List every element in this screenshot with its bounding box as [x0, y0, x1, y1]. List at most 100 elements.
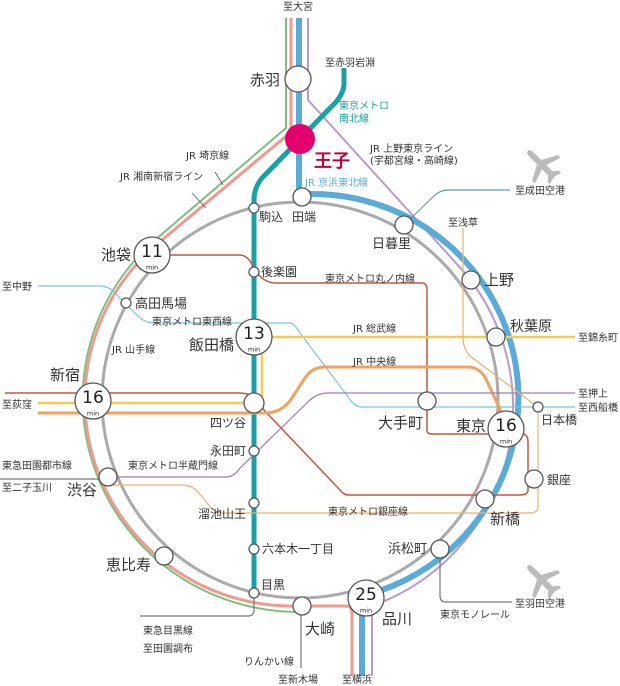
line-label-tokyu-meguro: 東急目黒線	[143, 624, 193, 637]
station-label: 恵比寿	[106, 556, 151, 574]
station-label: 高田馬場	[135, 296, 187, 312]
station-label: 駒込	[259, 210, 283, 224]
station-tabata[interactable]	[292, 187, 312, 207]
station-takadanobaba[interactable]	[120, 297, 132, 309]
station-label: 東京	[456, 417, 486, 435]
station-label: 田端	[292, 210, 316, 224]
station-ikebukuro[interactable]: 11 min	[133, 236, 171, 274]
destination-label: 至錦糸町	[578, 331, 618, 344]
station-komagome[interactable]	[248, 202, 260, 214]
station-label: 後楽園	[261, 265, 297, 279]
station-nagatacho[interactable]	[248, 445, 260, 457]
station-iidabashi[interactable]: 13 min	[235, 318, 273, 356]
chuo-line	[38, 365, 507, 421]
station-ueno[interactable]	[461, 270, 481, 290]
airplane-icon	[527, 565, 562, 600]
destination-label: 至田園調布	[143, 642, 193, 655]
station-shinagawa[interactable]: 25 min	[347, 579, 385, 617]
line-label-marunouchi: 東京メトロ丸ノ内線	[325, 272, 415, 285]
destination-label: 至二子玉川	[2, 482, 52, 494]
station-shinjuku[interactable]: 16 min	[74, 382, 112, 420]
leader-lines	[191, 171, 224, 209]
time-unit: min	[500, 438, 512, 446]
destination-label: 至新木場	[278, 673, 318, 686]
travel-time: 13	[243, 324, 265, 344]
station-roppongiitchome[interactable]	[248, 543, 260, 555]
line-label-denentoshi: 東急田園都市線	[2, 459, 72, 472]
destination-label: 至中野	[2, 280, 32, 293]
destination-label: 至押上	[578, 387, 608, 400]
station-label: 銀座	[547, 472, 571, 487]
line-label-sobu: JR 総武線	[352, 322, 396, 335]
station-osaki[interactable]	[292, 596, 312, 616]
travel-time: 11	[141, 242, 163, 262]
travel-time: 25	[355, 585, 377, 605]
station-label: 上野	[484, 271, 514, 289]
airplane-icon	[527, 150, 562, 185]
destination-label: 至横浜	[342, 673, 372, 686]
time-unit: min	[360, 607, 372, 615]
station-label: 飯田橋	[189, 336, 234, 354]
time-unit: min	[248, 346, 260, 354]
destination-label: 至西船橋	[578, 401, 618, 414]
line-label-namboku: 東京メトロ	[339, 99, 389, 112]
destination-label: 至荻窪	[2, 398, 32, 411]
line-label-tozai: 東京メトロ東西線	[152, 315, 232, 328]
hanzomon-line	[108, 392, 575, 478]
monorail-line	[439, 549, 512, 603]
station-label: 日本橋	[541, 413, 577, 427]
station-yotsuya[interactable]	[243, 392, 265, 414]
destination-label: 至羽田空港	[515, 597, 565, 610]
station-label: 赤羽	[250, 71, 280, 89]
station-label: 新橋	[490, 510, 520, 528]
time-unit: min	[87, 410, 99, 418]
station-label: 大手町	[378, 414, 423, 432]
shonan-shinjuku-line	[83, 18, 354, 676]
destination-label: 至大宮	[283, 0, 313, 13]
station-label: 溜池山王	[198, 506, 246, 521]
time-unit: min	[146, 264, 158, 272]
line-label-ueno-tokyo: (宇都宮線・高崎線)	[370, 154, 458, 167]
station-nihonbashi[interactable]	[532, 401, 544, 413]
station-meguro[interactable]	[248, 587, 260, 599]
station-label: 六本木一丁目	[262, 542, 334, 556]
saikyo-line	[81, 18, 301, 614]
keihin-tohoku-line	[296, 18, 522, 676]
station-korakuen[interactable]	[248, 266, 260, 278]
station-shibuya[interactable]	[98, 467, 118, 487]
station-oji[interactable]	[285, 124, 315, 154]
station-hamamatsucho[interactable]	[430, 539, 450, 559]
destination-label: 至赤羽岩淵	[325, 56, 375, 69]
station-label: 浜松町	[388, 542, 427, 557]
station-otemachi[interactable]	[417, 391, 437, 411]
destination-label: 至成田空港	[515, 184, 565, 197]
tokyu-meguro-line	[140, 593, 255, 617]
line-label-keihin: JR 京浜東北線	[304, 176, 368, 189]
station-ginza[interactable]	[524, 469, 544, 489]
ginza-line	[108, 228, 539, 514]
line-label-namboku: 南北線	[339, 112, 369, 125]
station-nippori[interactable]	[394, 215, 414, 235]
line-label-ueno-tokyo: JR 上野東京ライン	[369, 142, 453, 155]
line-label-chuo: JR 中央線	[352, 355, 396, 368]
station-akihabara[interactable]	[486, 327, 506, 347]
station-label: 品川	[382, 610, 412, 628]
destination-label: 至浅草	[448, 216, 478, 229]
station-ebisu[interactable]	[154, 546, 174, 566]
station-akabane[interactable]	[284, 65, 312, 93]
line-label-ginza: 東京メトロ銀座線	[328, 505, 408, 518]
station-label: 新宿	[50, 366, 80, 384]
station-shinbashi[interactable]	[475, 489, 495, 509]
station-tokyo[interactable]: 16 min	[487, 410, 525, 448]
station-label: 目黒	[261, 578, 285, 592]
narita-access-line	[403, 189, 510, 226]
travel-time: 16	[495, 416, 517, 436]
station-label: 池袋	[101, 246, 131, 264]
station-label-oji: 王子	[314, 151, 350, 172]
station-tameikesanno[interactable]	[248, 497, 260, 509]
tozai-line	[38, 285, 575, 408]
station-label: 秋葉原	[510, 319, 552, 335]
line-label-monorail: 東京モノレール	[440, 608, 510, 621]
line-label-shonan: JR 湘南新宿ライン	[119, 170, 203, 183]
